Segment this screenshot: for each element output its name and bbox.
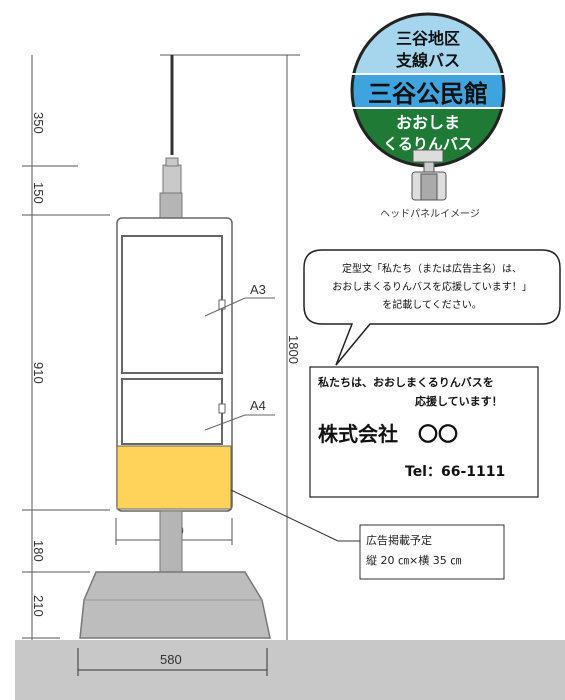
head-panel-caption: ヘッドパネルイメージ <box>380 208 480 220</box>
dim-180: 180 <box>31 540 46 562</box>
head-middle: 三谷公民館 <box>368 80 488 108</box>
head-top-line2: 支線バス <box>395 51 460 70</box>
ad-sample-tel: Tel：66-1111 <box>405 464 505 480</box>
bubble-line1: 定型文「私たち（または広告主名）は、 <box>342 262 522 275</box>
dim-base-width: 580 <box>160 652 182 667</box>
head-panel: 三谷地区 支線バス 三谷公民館 おおしま くるりんバス <box>350 12 506 201</box>
ad-sample-line2: 応援しています！ <box>415 394 503 408</box>
pole-upper <box>159 192 183 219</box>
ad-note-line2: 縦 20 ㎝×横 35 ㎝ <box>366 553 461 567</box>
ad-note <box>359 524 505 580</box>
bubble-line2: おおしまくるりんバスを応援しています！」 <box>332 280 532 293</box>
head-top-line1: 三谷地区 <box>396 29 460 48</box>
ad-note-line1: 広告掲載予定 <box>366 533 432 547</box>
bubble-line3: を記載してください。 <box>382 298 481 311</box>
dim-150: 150 <box>31 182 46 204</box>
ad-area <box>116 445 232 510</box>
concrete-base <box>79 571 271 639</box>
head-bottom-line2: くるりんバス <box>383 135 473 153</box>
speech-bubble <box>303 249 561 366</box>
dim-350-vertical: 350 <box>31 112 46 134</box>
head-bottom-line1: おおしま <box>396 113 460 132</box>
ad-sample-line1: 私たちは、おおしまくるりんバスを <box>318 375 494 389</box>
label-a4: A4 <box>250 398 266 413</box>
dim-910: 910 <box>31 362 46 384</box>
dim-210: 210 <box>31 595 46 617</box>
ad-sample <box>309 366 539 498</box>
pole-lower <box>159 510 183 574</box>
ad-sample-company: 株式会社 〇〇 <box>318 422 458 446</box>
label-a3: A3 <box>250 282 266 297</box>
dim-1800: 1800 <box>286 335 301 364</box>
